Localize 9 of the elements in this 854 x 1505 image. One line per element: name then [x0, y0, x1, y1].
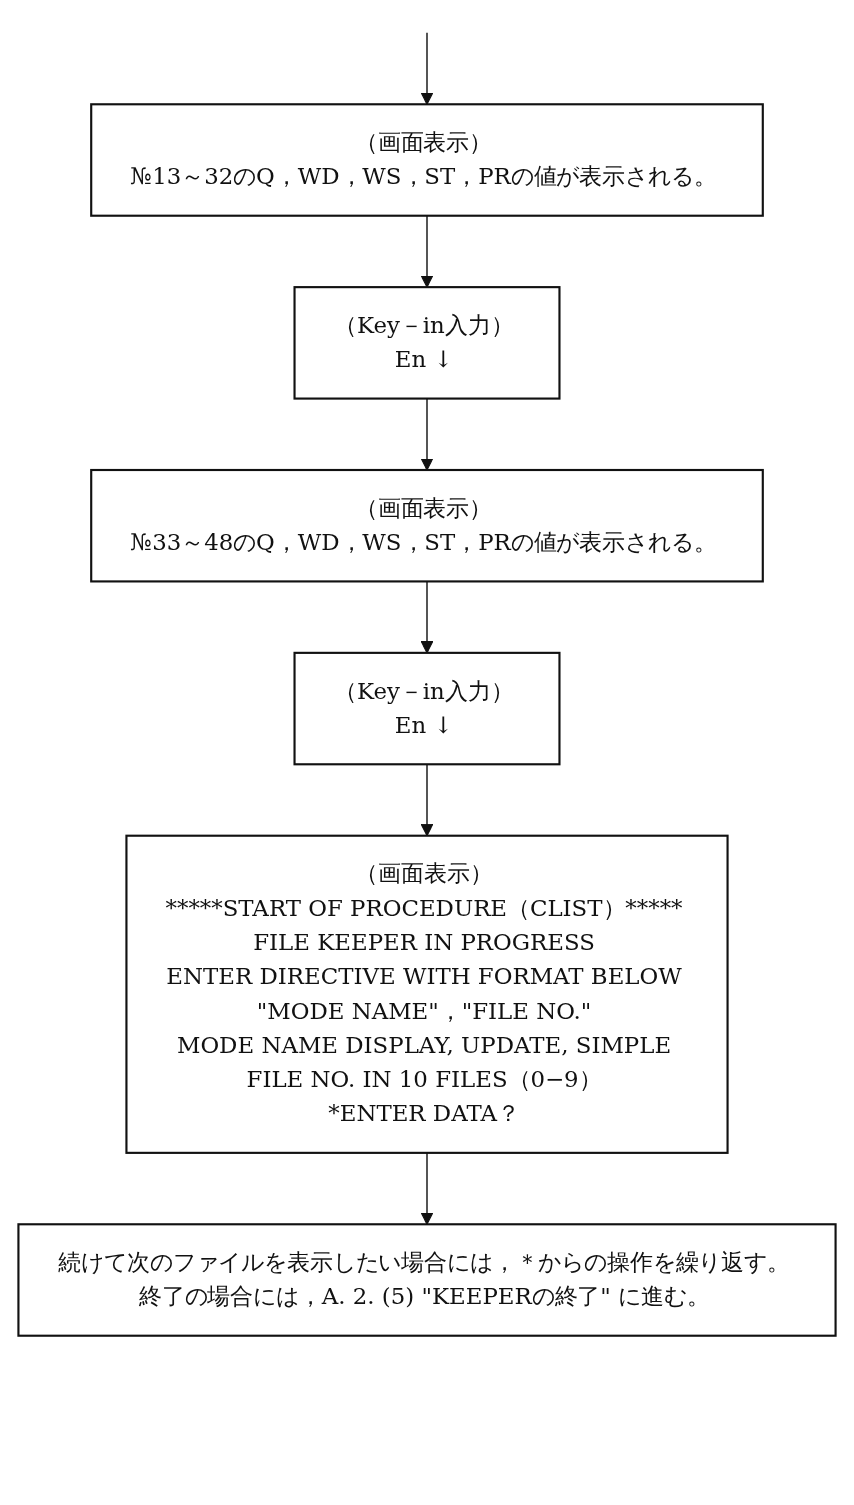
- node-box: （画面表示） *****START OF PROCEDURE（CLIST）***** FILE KEEPER IN PROGRESS ENTER DIRECTIVE WITH FORMAT BELOW "MODE NAME"，"FILE NO." MODE NAME DISPLAY, UPDATE, SIMPLE FILE NO. IN 10 FILES（0−9） *ENTER DATA？: [125, 834, 729, 1154]
- node-box: （画面表示） №33～48のQ，WD，WS，ST，PRの値が表示される。: [90, 468, 764, 583]
- arrow: [420, 215, 434, 288]
- node-box: （Key－in入力） En ↓: [293, 651, 561, 766]
- node-box: （画面表示） №13～32のQ，WD，WS，ST，PRの値が表示される。: [90, 103, 764, 217]
- arrow: [420, 1152, 434, 1225]
- arrow: [420, 32, 434, 105]
- node-box: 続けて次のファイルを表示したい場合には，＊からの操作を繰り返す。 終了の場合には，A. 2. (5) "KEEPERの終了" に進む。: [17, 1223, 837, 1337]
- node-box: （Key－in入力） En ↓: [293, 286, 561, 400]
